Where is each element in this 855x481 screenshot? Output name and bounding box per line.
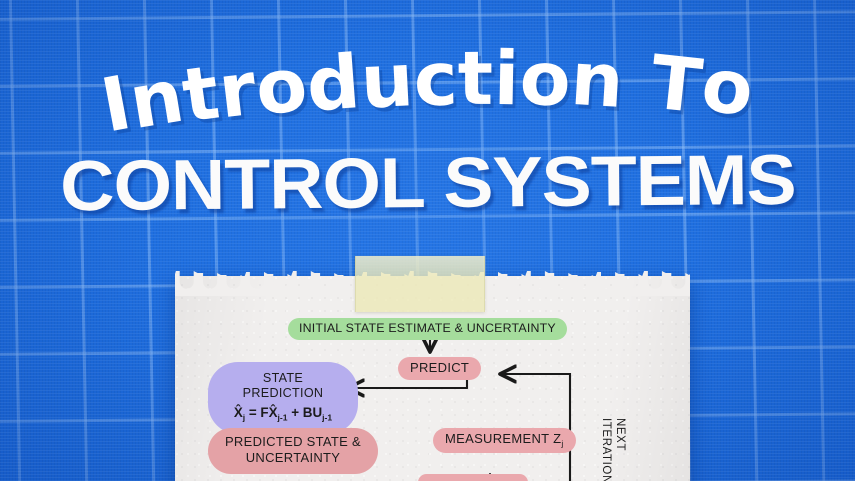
measurement-label: MEASUREMENT Z — [445, 431, 562, 446]
loop-label-next: NEXT — [614, 418, 626, 452]
predicted-state-line2: UNCERTAINTY — [245, 449, 341, 465]
loop-label-iteration: ITERATION — [600, 418, 612, 481]
measurement-subscript: j — [561, 438, 564, 449]
node-initial-state-estimate[interactable]: INITIAL STATE ESTIMATE & UNCERTAINTY — [288, 318, 567, 341]
masking-tape — [355, 256, 485, 312]
node-predict[interactable]: PREDICT — [398, 357, 482, 380]
node-state-prediction[interactable]: STATE PREDICTION X̂j = FX̂j-1 + BUj-1 — [208, 362, 358, 434]
node-predicted-state-uncertainty[interactable]: PREDICTED STATE & UNCERTAINTY — [208, 428, 378, 474]
subtitle-container: CONTROL SYSTEMS — [0, 140, 855, 227]
state-prediction-formula: X̂j = FX̂j-1 + BUj-1 — [233, 404, 333, 423]
page-subtitle: CONTROL SYSTEMS — [59, 140, 796, 227]
page-title: Introduction To — [94, 35, 759, 150]
node-state-prediction-label: STATE PREDICTION — [242, 371, 324, 401]
predicted-state-line1: PREDICTED STATE & — [224, 434, 362, 449]
node-partial-bottom[interactable] — [418, 474, 528, 481]
node-measurement[interactable]: MEASUREMENT Zj — [433, 428, 576, 454]
